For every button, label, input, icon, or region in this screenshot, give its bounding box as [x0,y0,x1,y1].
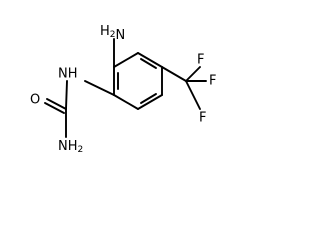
bond-carbonyl-double-b [44,102,65,114]
label-amine-nh2: H2N [100,24,125,43]
label-urea-oxygen: O [30,93,40,108]
bond-carbonyl-double-a [46,98,67,110]
bond-cf3-to-f-bottom [185,80,201,110]
label-fluorine-mid: F [209,74,216,89]
bond-ring-c2-c3 [137,52,163,68]
bond-ring-c4-c5 [137,94,163,110]
label-fluorine-top: F [197,53,204,68]
bond-nh-to-carbonyl [65,80,68,110]
label-linker-nh: NH [58,67,78,82]
bond-ring-to-nh [84,80,115,96]
bond-ring-inner-3 [140,93,157,104]
label-urea-nh2: NH2 [58,139,83,156]
bond-ring-inner-2 [140,58,157,69]
bond-ring-c5-c6 [113,94,139,110]
chemical-structure: H2N NH O NH2 F F F [30,24,216,156]
benzene-ring [113,52,163,110]
bond-ring-c1-c2 [113,52,139,68]
label-fluorine-bottom: F [199,111,206,126]
bond-cf3-to-f-top [185,66,201,82]
bond-ring-to-cf3 [161,66,187,82]
